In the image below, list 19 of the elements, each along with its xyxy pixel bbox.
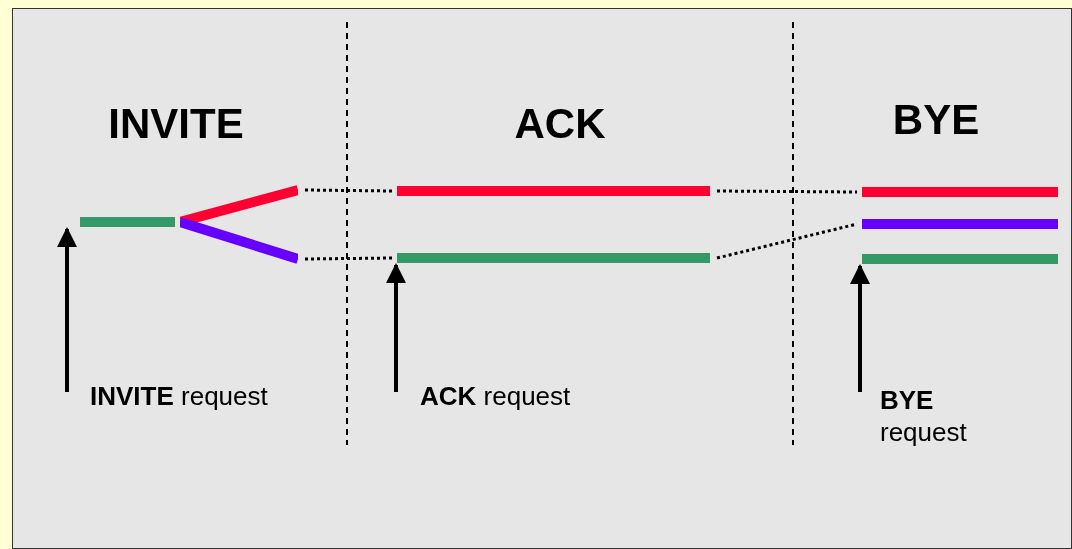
- request-label: ACK request: [420, 380, 620, 412]
- line-segment: [862, 219, 1058, 229]
- dotted-connector: [717, 189, 857, 194]
- line-segment: [397, 186, 710, 196]
- pointer-arrow: [386, 263, 406, 392]
- line-segment: [862, 187, 1058, 197]
- line-segment: [862, 254, 1058, 264]
- request-label: INVITE request: [90, 380, 290, 412]
- section-heading: INVITE: [108, 100, 244, 148]
- pointer-arrow: [57, 227, 77, 392]
- diagonal-segment: [180, 217, 298, 264]
- pointer-arrow: [850, 264, 870, 392]
- request-label: BYE request: [880, 384, 980, 448]
- line-segment: [80, 217, 175, 227]
- section-heading: BYE: [892, 96, 980, 144]
- dotted-connector: [305, 188, 392, 193]
- section-heading: ACK: [514, 100, 606, 148]
- line-segment: [397, 253, 710, 263]
- dotted-connector: [305, 256, 392, 261]
